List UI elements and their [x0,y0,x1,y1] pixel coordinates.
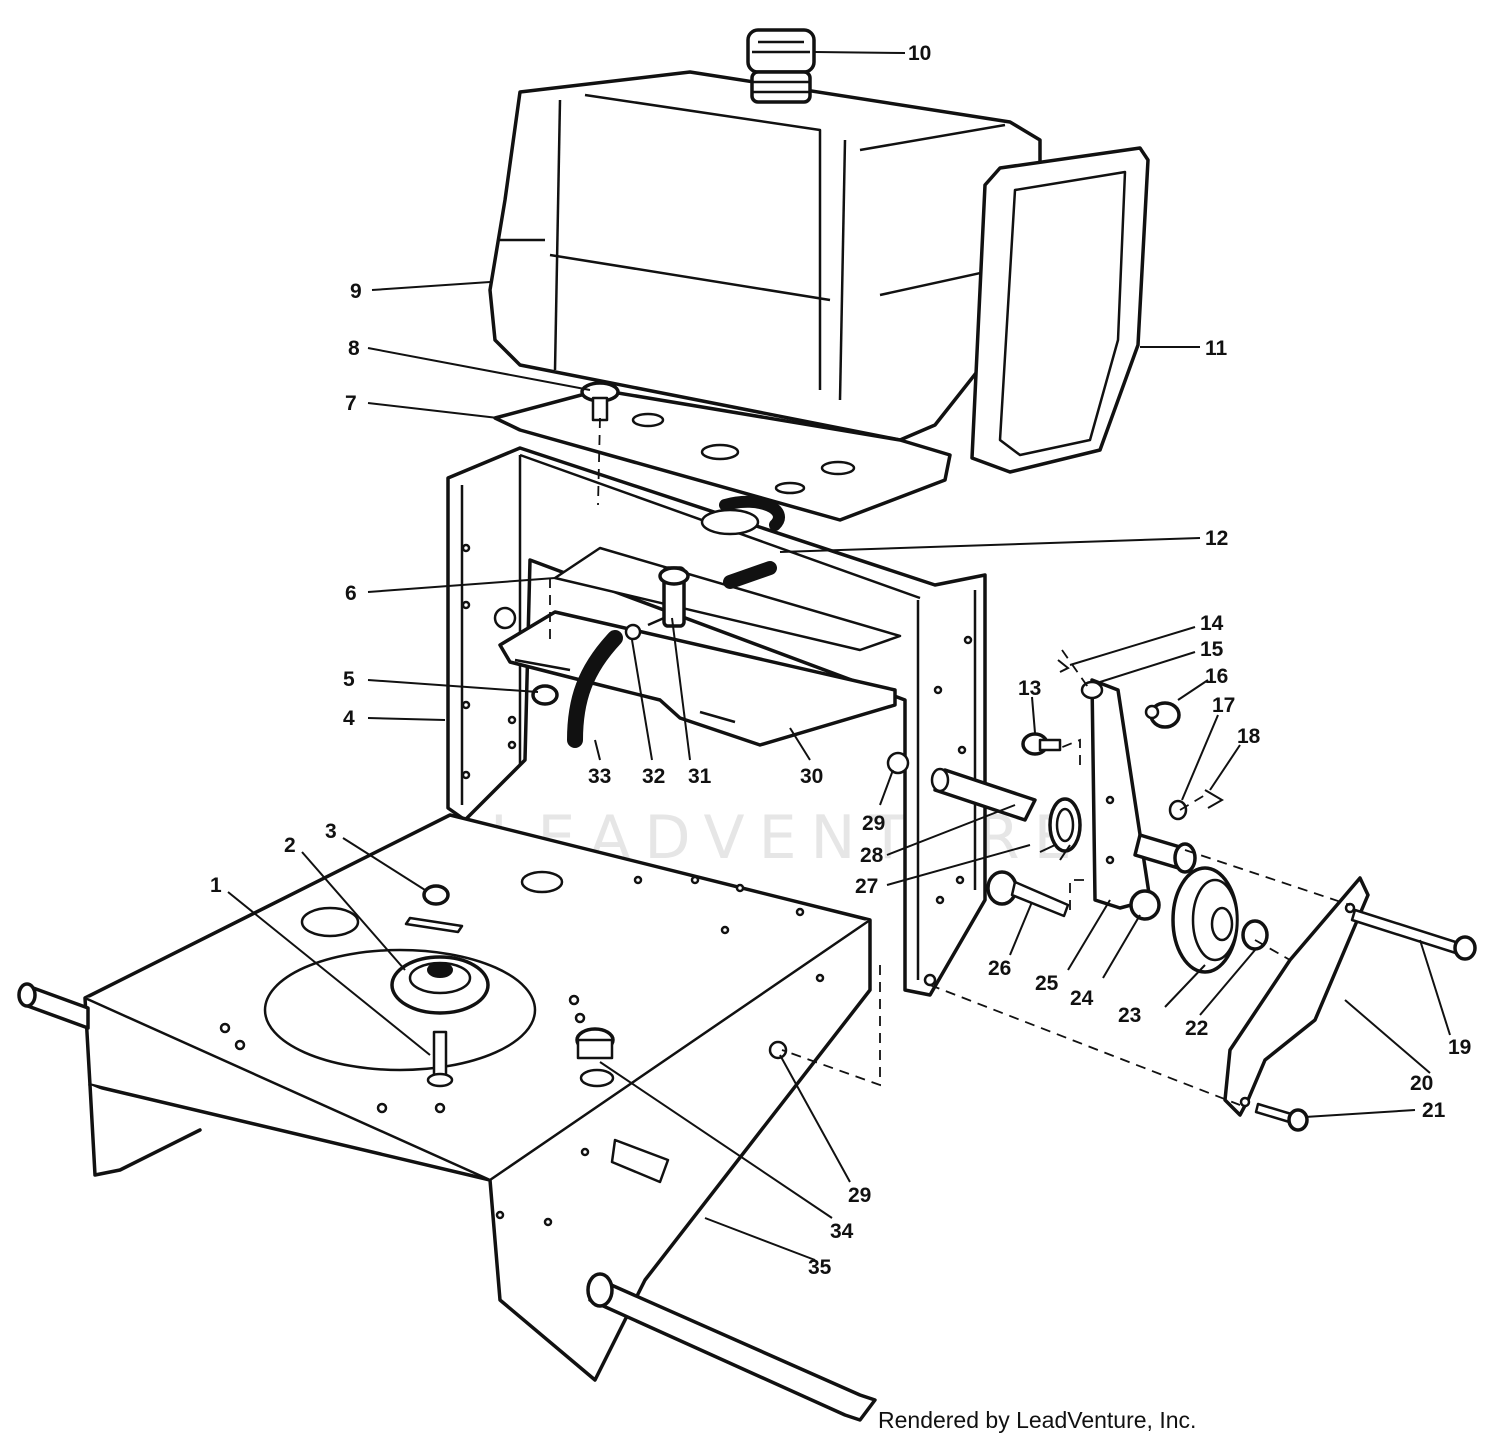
long-bolt [1350,908,1477,961]
callout-4: 4 [343,707,355,730]
callout-35: 35 [808,1256,832,1279]
callout-26: 26 [988,957,1011,980]
shoulder-bolt [1021,732,1062,756]
pulley-bolt [426,1030,454,1088]
idler-arm [1090,678,1152,910]
base-deck [83,813,872,1382]
bushing [575,1027,615,1060]
callout-32: 32 [642,765,665,788]
fuel-cap [746,28,816,104]
callout-25: 25 [1035,972,1059,995]
cotter-pin [1057,659,1070,673]
callout-13: 13 [1018,677,1041,700]
nut-upper [886,751,910,775]
callout-1: 1 [210,874,222,897]
assembly-lines [549,417,1351,1106]
idler-pulley [1171,866,1239,974]
callout-27: 27 [855,875,878,898]
fuel-hose-upper [700,495,785,589]
callout-30: 30 [800,765,823,788]
callout-labels: 1 2 3 4 5 6 7 8 9 10 11 12 13 14 15 16 1… [210,42,1471,1279]
callout-17: 17 [1212,694,1235,717]
callout-24: 24 [1070,987,1094,1010]
callout-14: 14 [1200,612,1224,635]
callout-9: 9 [350,280,362,303]
render-credit: Rendered by LeadVenture, Inc. [878,1407,1197,1433]
grommet [531,684,559,706]
callout-10: 10 [908,42,931,65]
leader-lines [227,51,1451,1261]
callout-18: 18 [1237,725,1261,748]
callout-22: 22 [1185,1017,1208,1040]
callout-20: 20 [1410,1072,1433,1095]
lock-nut [404,884,464,934]
callout-3: 3 [325,820,337,843]
fuel-tank [488,70,1042,442]
callout-11: 11 [1205,337,1228,360]
torsion-spring [1039,797,1082,861]
callout-28: 28 [860,844,884,867]
callout-21: 21 [1422,1099,1446,1122]
nut-lower [768,1040,788,1060]
carriage-bolt [580,381,620,422]
tank-mounting-plate [493,388,952,522]
callout-8: 8 [348,337,360,360]
callout-7: 7 [345,392,357,415]
callout-12: 12 [1205,527,1228,550]
hex-bolt [986,870,1070,918]
short-bolt [1254,1102,1309,1132]
callout-5: 5 [343,668,355,691]
callout-34: 34 [830,1220,854,1243]
callout-16: 16 [1205,665,1228,688]
flat-washer [1168,799,1188,821]
hex-nut [1241,919,1269,951]
callout-29a: 29 [862,812,885,835]
callout-2: 2 [284,834,296,857]
callout-15: 15 [1200,638,1224,661]
fuel-shield [553,546,902,652]
callout-33: 33 [588,765,611,788]
callout-31: 31 [688,765,712,788]
shut-off-valve [647,566,690,628]
spacer [1144,701,1181,729]
callout-19: 19 [1448,1036,1471,1059]
mounting-bracket [1223,876,1370,1117]
axle [17,982,877,1422]
callout-29b: 29 [848,1184,871,1207]
drive-pulley [390,955,490,1015]
tank-strap [970,146,1150,474]
hairpin [1204,789,1224,809]
callout-23: 23 [1118,1004,1141,1027]
callout-6: 6 [345,582,357,605]
fuel-line [567,630,623,748]
hose-clamp [624,623,642,641]
